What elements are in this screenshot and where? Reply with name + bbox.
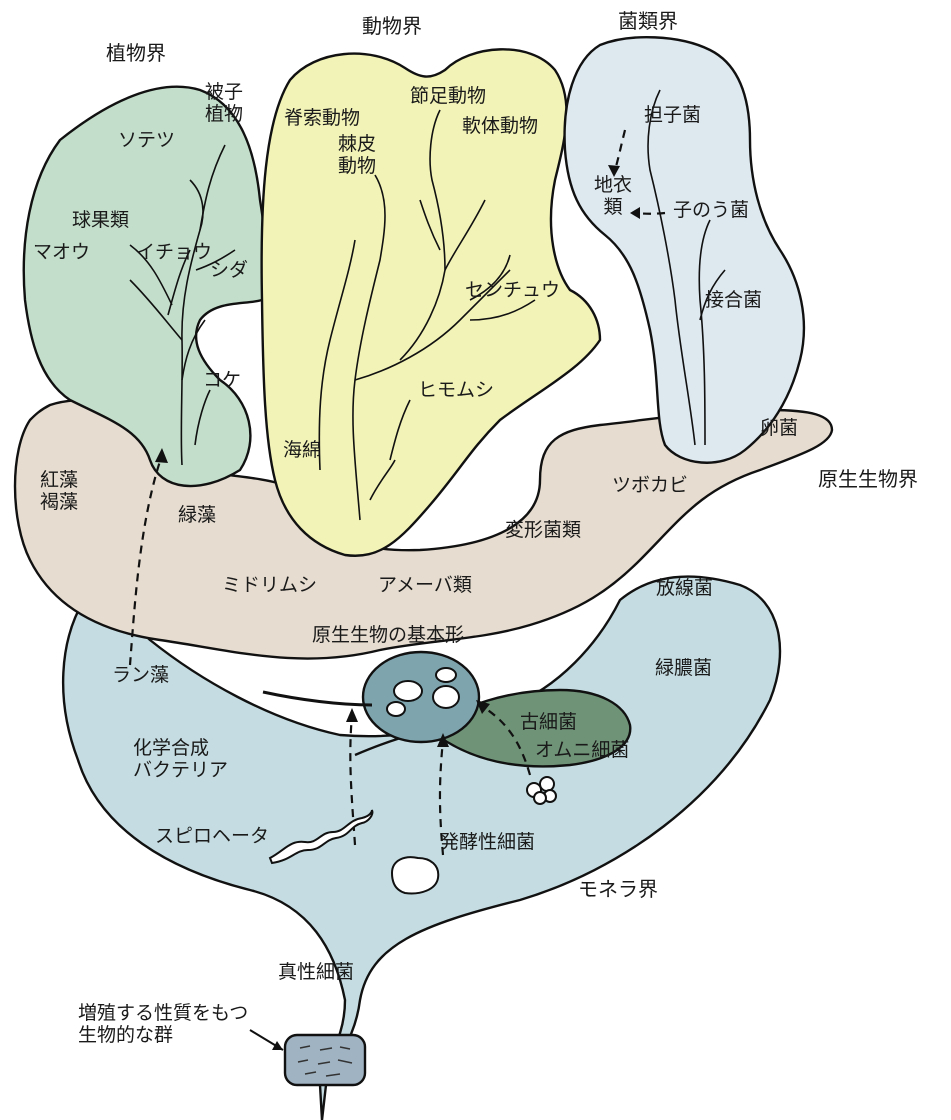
kingdom-animalia-label: 動物界 (362, 14, 422, 38)
kingdom-protista-label: 原生生物界 (818, 467, 918, 491)
label-archaea: 古細菌 (520, 711, 578, 733)
label-actinomycetes: 放線菌 (656, 577, 714, 599)
label-ascomycetes: 子のう菌 (673, 199, 750, 221)
basic-form-flagellum (262, 690, 373, 707)
label-cycads: ソテツ (118, 129, 176, 151)
origin-texture (297, 1045, 353, 1077)
label-proliferating: 増殖する性質をもつ 生物的な群 (78, 1002, 249, 1046)
label-sponges: 海綿 (283, 439, 322, 461)
label-ginkgo: イチョウ (136, 241, 213, 263)
kingdom-plantae-label: 植物界 (106, 41, 166, 65)
label-slime-molds: 変形菌類 (505, 519, 582, 541)
label-echinoderms: 棘皮 動物 (338, 133, 377, 177)
label-omnibacteria: オムニ細菌 (535, 739, 630, 761)
origin-box (283, 1033, 367, 1087)
plant-branches (129, 144, 236, 466)
fermenting-blob (390, 856, 440, 895)
label-mosses: コケ (203, 369, 242, 391)
label-chemosynthetic: 化学合成 バクテリア (133, 737, 229, 781)
omni-cluster (526, 776, 557, 805)
label-oomycetes: 卵菌 (760, 417, 799, 439)
fungi-branches (647, 89, 726, 446)
kingdom-fungi-label: 菌類界 (618, 9, 678, 33)
label-fermenting: 発酵性細菌 (440, 831, 536, 853)
arrowheads (155, 165, 640, 747)
label-chordates: 脊索動物 (284, 107, 361, 129)
basic-form-organelles (386, 667, 460, 717)
label-eubacteria: 真性細菌 (278, 961, 355, 983)
label-lichens: 地衣 類 (594, 174, 633, 218)
origin-arrowhead (272, 1041, 283, 1050)
label-conifers: 球果類 (72, 209, 130, 231)
label-green-algae: 緑藻 (178, 504, 217, 526)
label-cyanobacteria: ラン藻 (112, 664, 170, 686)
label-green-sulfur: 緑膿菌 (655, 657, 713, 679)
kingdom-monera-label: モネラ界 (578, 877, 658, 901)
animalia-region (260, 48, 602, 557)
label-nemertea: ヒモムシ (418, 379, 495, 401)
label-euglena: ミドリムシ (222, 574, 318, 596)
label-basic-form: 原生生物の基本形 (312, 624, 465, 646)
basic-form-cell (361, 650, 481, 744)
label-red-brown-algae: 紅藻 褐藻 (40, 469, 79, 513)
label-annelids: センチュウ (465, 279, 561, 301)
label-mollusks: 軟体動物 (462, 115, 539, 137)
plantae-region (22, 85, 269, 488)
label-arthropods: 節足動物 (410, 85, 487, 107)
spirochete-shape (268, 809, 374, 865)
label-ferns: シダ (210, 259, 249, 281)
label-ephedra: マオウ (33, 241, 91, 263)
fungi-region (563, 36, 806, 464)
label-spirochetes: スピロヘータ (155, 825, 270, 847)
label-amoebae: アメーバ類 (378, 574, 472, 596)
label-chytrids: ツボカビ (612, 474, 689, 496)
animal-branches (318, 109, 536, 521)
dashed-arrows (128, 129, 666, 856)
label-basidiomycetes: 担子菌 (644, 104, 702, 126)
label-angiosperms: 被子 植物 (205, 81, 244, 125)
label-zygomycetes: 接合菌 (705, 289, 763, 311)
